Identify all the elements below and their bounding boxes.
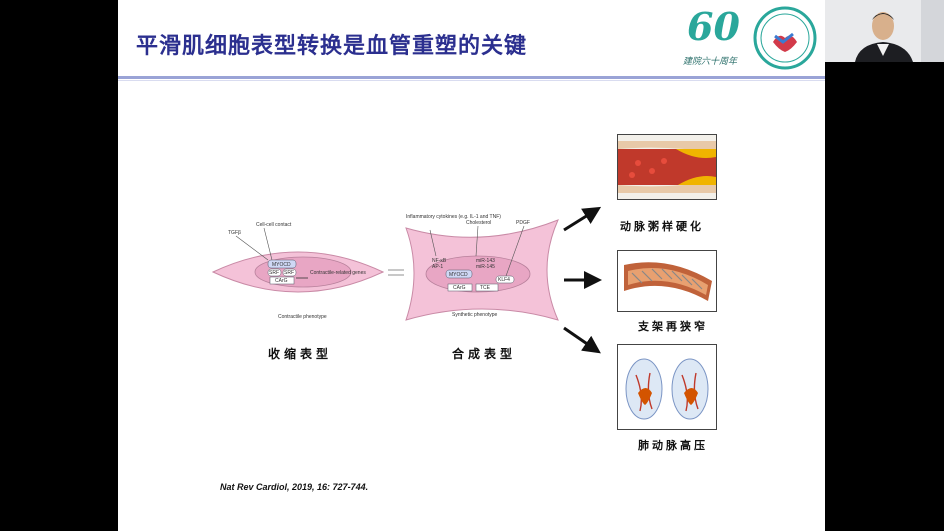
node-tce: TCE: [480, 285, 491, 291]
presentation-slide: 平滑肌细胞表型转换是血管重塑的关键 60 建院六十周年 TGFβ Cell-ce…: [118, 0, 825, 531]
node-mir145: miR-145: [476, 264, 495, 270]
node-nfkb: NF-κB: [432, 258, 447, 264]
input-cell-contact: Cell-cell contact: [256, 222, 292, 228]
node-carg-contractile: CArG: [275, 278, 288, 284]
arrow-down-icon: [563, 326, 601, 354]
synthetic-zh-label: 合成表型: [452, 347, 517, 361]
contractile-genes-label: Contractile-related genes: [310, 270, 366, 276]
synthetic-cell-diagram: Inflammatory cytokines (e.g. IL-1 and TN…: [405, 214, 559, 321]
outcome-arrows: [563, 206, 602, 354]
node-myocd-contractile: MYOCD: [272, 262, 291, 268]
title-divider-thin: [118, 80, 825, 81]
title-divider: [118, 76, 825, 79]
anniversary-caption: 建院六十周年: [683, 57, 738, 67]
node-myocd-synthetic: MYOCD: [449, 272, 468, 278]
presenter-video-icon: [825, 0, 944, 62]
contractile-caption: Contractile phenotype: [278, 314, 327, 320]
input-cholesterol: Cholesterol: [466, 220, 491, 226]
input-tgfb: TGFβ: [228, 230, 241, 236]
pulmonary-hypertension-image: [617, 344, 717, 430]
arrow-up-icon: [563, 206, 602, 232]
citation-text: Nat Rev Cardiol, 2019, 16: 727-744.: [220, 482, 369, 492]
synthetic-caption: Synthetic phenotype: [452, 312, 498, 318]
anniversary-logo: 60 建院六十周年: [683, 4, 753, 68]
node-srf-b: SRF: [284, 270, 294, 276]
handshake-emblem-icon: [753, 6, 817, 70]
slide-title: 平滑肌细胞表型转换是血管重塑的关键: [136, 34, 528, 59]
anniversary-number: 60: [687, 4, 740, 49]
node-mir143: miR-143: [476, 258, 495, 264]
node-srf-a: SRF: [269, 270, 279, 276]
node-carg-synthetic: CArG: [453, 285, 466, 291]
contractile-zh-label: 收缩表型: [268, 347, 333, 361]
outcome-label-pulmonary: 肺动脉高压: [638, 439, 708, 452]
node-klf4: KLF4: [498, 277, 510, 283]
atherosclerosis-artery-image: [617, 134, 717, 200]
node-ap1: AP-1: [432, 264, 443, 270]
outcome-label-stent: 支架再狭窄: [638, 320, 708, 333]
phenotype-diagram: TGFβ Cell-cell contact MYOCD SRF SRF CAr…: [211, 222, 404, 320]
input-cytokines: Inflammatory cytokines (e.g. IL-1 and TN…: [406, 214, 501, 220]
outcome-label-atherosclerosis: 动脉粥样硬化: [620, 220, 704, 233]
input-pdgf: PDGF: [516, 220, 530, 226]
stent-restenosis-image: [617, 250, 717, 312]
